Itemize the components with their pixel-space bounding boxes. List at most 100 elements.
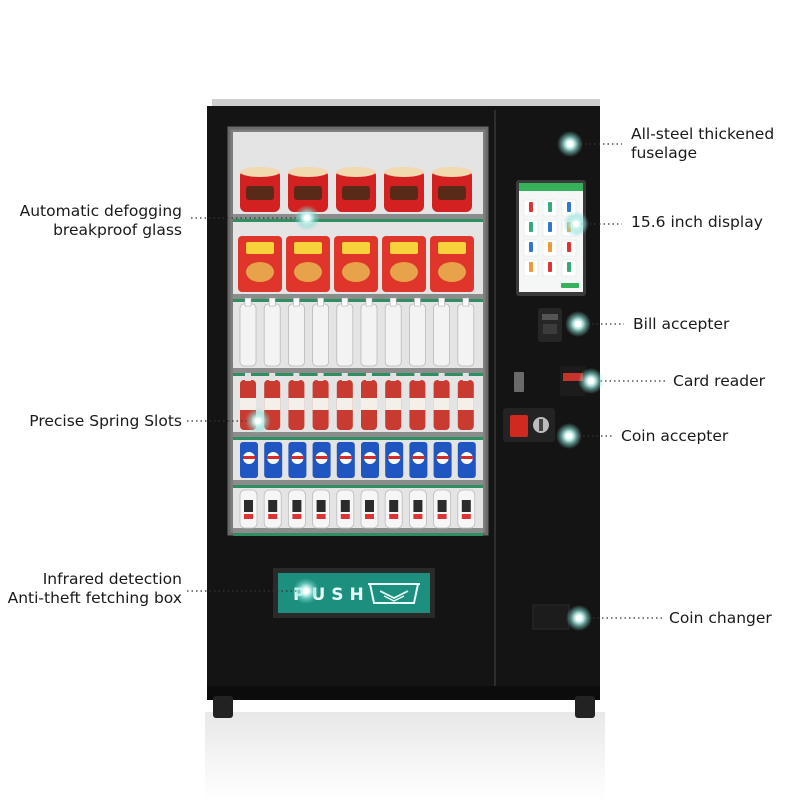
noodle-lid	[336, 167, 376, 177]
noodle-lid	[288, 167, 328, 177]
white-bottle-print	[268, 500, 278, 512]
coin-changer-flap[interactable]	[532, 604, 570, 630]
callout-bill: Bill accepter	[633, 315, 729, 334]
display-product-thumb	[548, 202, 552, 212]
red-bottle-cap	[414, 373, 421, 381]
callout-display: 15.6 inch display	[631, 213, 763, 232]
marker-dot	[565, 432, 573, 440]
white-bottle-print	[461, 500, 471, 512]
water-cap	[462, 297, 470, 307]
callout-box-line2: Anti-theft fetching box	[7, 589, 182, 607]
pickup-box-icon	[368, 583, 420, 604]
display-pay-button[interactable]	[561, 283, 579, 288]
marker-dot	[254, 417, 262, 425]
chips-logo	[342, 242, 370, 254]
shelf-rail	[233, 480, 483, 485]
callout-glass-line1: Automatic defogging	[19, 202, 182, 220]
callout-card: Card reader	[673, 372, 765, 391]
red-bottle-label	[264, 398, 281, 410]
noodle-label	[438, 186, 466, 200]
marker-dot	[566, 140, 574, 148]
shelf-price-strip	[233, 533, 483, 536]
cola-logo-stripe	[267, 456, 280, 459]
cola-logo-stripe	[243, 456, 255, 459]
water-bottle	[239, 303, 257, 367]
white-bottle-accent	[461, 514, 471, 519]
white-bottle-print	[389, 500, 399, 512]
white-bottle-accent	[340, 514, 350, 519]
shelf-rail	[233, 294, 483, 299]
red-bottle-label	[457, 398, 474, 410]
chips-illustration	[390, 262, 418, 282]
water-cap	[414, 297, 421, 307]
red-bottle-label	[361, 398, 377, 410]
water-bottle	[384, 303, 402, 367]
white-bottle-accent	[389, 514, 399, 519]
shelf-rail	[233, 432, 483, 437]
callout-spring: Precise Spring Slots	[29, 412, 182, 431]
shelf-price-strip	[233, 485, 483, 488]
callout-box-line1: Infrared detection	[42, 570, 182, 588]
red-bottle-label	[433, 398, 450, 410]
red-bottle-cap	[366, 373, 372, 381]
water-bottle	[433, 303, 451, 367]
red-bottle-label	[385, 398, 402, 410]
coin-return-button[interactable]	[510, 415, 528, 437]
noodle-lid	[384, 167, 424, 177]
callout-card-line1: Card reader	[673, 372, 766, 390]
door-lock[interactable]	[514, 372, 524, 392]
water-bottle	[408, 303, 426, 367]
white-bottle-print	[292, 500, 302, 512]
chips-logo	[438, 242, 466, 254]
shelf-rail	[233, 528, 483, 533]
chips-logo	[246, 242, 274, 254]
callout-glass-line2: breakproof glass	[53, 221, 182, 239]
marker-dot	[575, 614, 583, 622]
display-product-thumb	[567, 202, 571, 212]
white-bottle-accent	[365, 514, 374, 519]
bill-accepter-mouth	[542, 314, 558, 320]
red-bottle-cap	[293, 373, 300, 381]
noodle-label	[342, 186, 370, 200]
cola-logo-stripe	[412, 456, 425, 459]
cola-logo-stripe	[388, 456, 401, 459]
chips-illustration	[438, 262, 466, 282]
callout-fuselage: All-steel thickened fuselage	[631, 125, 774, 163]
water-bottle	[287, 303, 305, 367]
shelf-rail	[233, 368, 483, 373]
chips-illustration	[246, 262, 274, 282]
water-bottle	[360, 303, 378, 367]
noodle-label	[294, 186, 322, 200]
callout-markers	[245, 131, 604, 631]
chips-logo	[390, 242, 418, 254]
shelf-price-strip	[233, 219, 483, 222]
card-reader-slot	[563, 373, 583, 381]
water-bottle	[336, 303, 354, 367]
callout-box: Infrared detection Anti-theft fetching b…	[8, 570, 182, 608]
marker-dot	[302, 587, 310, 595]
cola-logo-stripe	[339, 456, 352, 459]
white-bottle-print	[244, 500, 253, 512]
noodle-label	[246, 186, 274, 200]
callout-fuselage-line1: All-steel thickened	[631, 125, 775, 143]
marker-dot	[574, 320, 582, 328]
water-bottle	[312, 303, 330, 367]
shelf-rail	[233, 214, 483, 219]
red-bottle-label	[409, 398, 426, 410]
water-bottle	[263, 303, 281, 367]
callout-spring-line1: Precise Spring Slots	[29, 412, 182, 430]
water-cap	[389, 297, 397, 307]
noodle-lid	[432, 167, 472, 177]
top-trim	[212, 99, 600, 108]
marker-dot	[572, 220, 580, 228]
red-bottle-cap	[245, 373, 251, 381]
display-product-thumb	[548, 222, 552, 232]
white-bottle-accent	[437, 514, 447, 519]
water-cap	[293, 297, 300, 307]
display-product-thumb	[548, 242, 552, 252]
bill-accepter-lights	[543, 324, 557, 334]
callout-bill-line1: Bill accepter	[633, 315, 730, 333]
red-bottle-label	[288, 398, 305, 410]
noodle-lid	[240, 167, 280, 177]
callout-display-line1: 15.6 inch display	[631, 213, 763, 231]
